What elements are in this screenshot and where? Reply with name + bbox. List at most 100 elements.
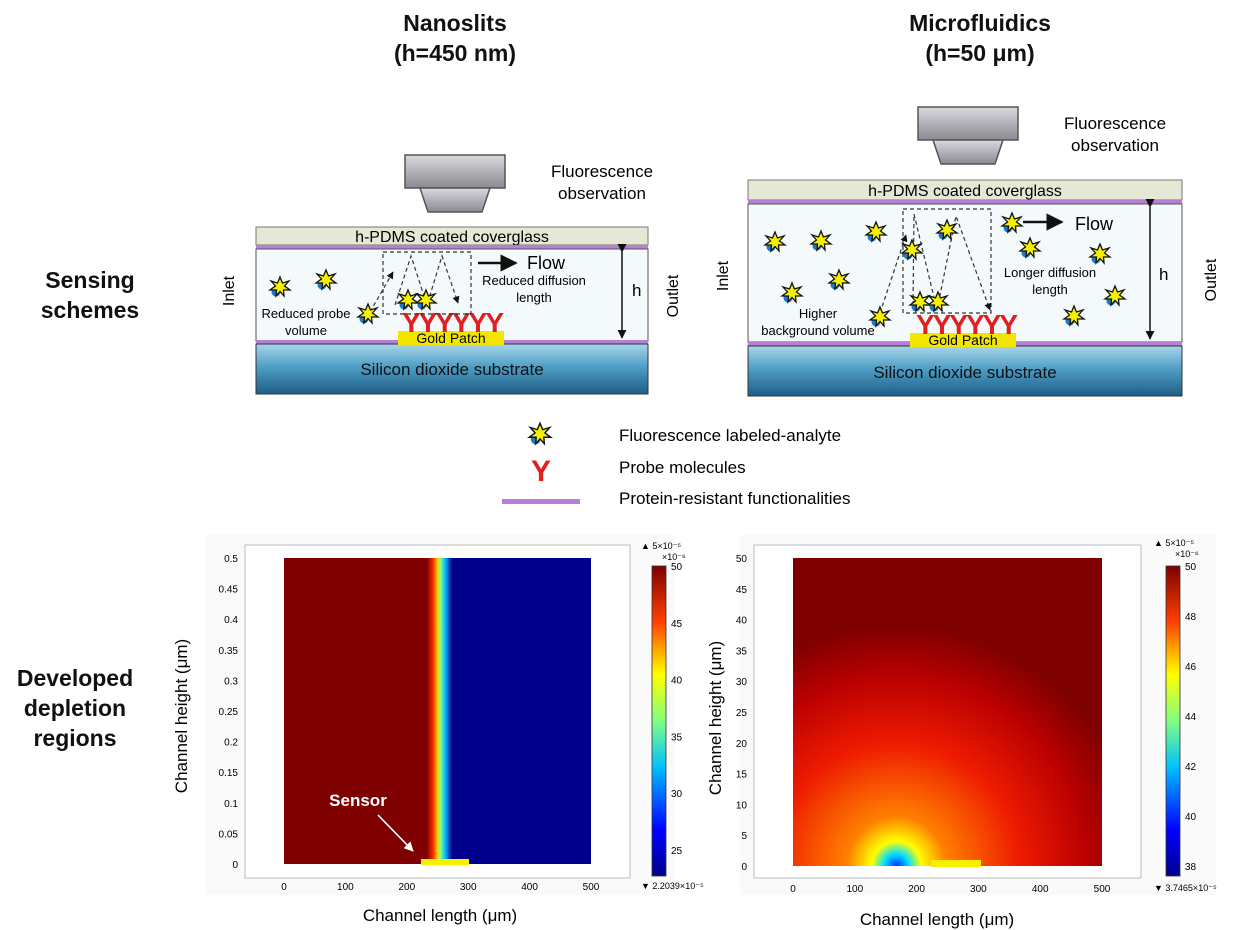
y-axis-title: Channel height (μm) — [172, 639, 191, 793]
probe-molecules: YYYYYY — [916, 309, 1018, 340]
colorbar — [1165, 565, 1181, 877]
header-nanoslits-title: Nanoslits — [403, 10, 507, 36]
y-tick-label: 0.4 — [224, 615, 238, 626]
y-tick-label: 35 — [736, 646, 748, 657]
y-tick-label: 0.3 — [224, 676, 238, 687]
top-coating — [256, 245, 648, 249]
y-tick-label: 0.25 — [219, 707, 239, 718]
outlet-label: Outlet — [665, 274, 682, 317]
inlet-label: Inlet — [221, 275, 238, 306]
x-axis-title: Channel length (μm) — [860, 910, 1014, 929]
legend-probe-icon: Y — [531, 455, 551, 488]
objective-label-line2: observation — [1071, 136, 1159, 155]
depletion-front — [427, 558, 452, 864]
header-nanoslits: Nanoslits (h=450 nm) — [355, 8, 555, 68]
sensor-patch — [931, 860, 981, 867]
x-tick-label: 200 — [398, 882, 415, 893]
inlet-label: Inlet — [715, 260, 732, 291]
row-label-schemes: schemes — [40, 297, 140, 323]
objective-icon — [917, 106, 1019, 165]
legend-protein-label: Protein-resistant functionalities — [619, 489, 851, 508]
diffusion-note-line2: length — [1032, 282, 1067, 297]
x-tick-label: 300 — [970, 884, 987, 895]
colorbar-scale: ×10⁻⁶ — [662, 552, 686, 562]
diffusion-note-line2: length — [516, 290, 551, 305]
row-label-regions: regions — [33, 725, 117, 751]
x-tick-label: 500 — [583, 882, 600, 893]
colorbar — [651, 565, 667, 877]
y-tick-label: 15 — [736, 770, 748, 781]
row-label-sensing: Sensing — [45, 267, 135, 293]
x-axis-title: Channel length (μm) — [363, 906, 517, 925]
y-tick-label: 40 — [736, 616, 748, 627]
diffusion-note-line1: Longer diffusion — [1004, 265, 1096, 280]
objective-icon — [404, 154, 506, 213]
y-tick-label: 0.15 — [219, 768, 239, 779]
top-coating — [748, 200, 1182, 204]
y-tick-label: 0.1 — [224, 799, 238, 810]
x-tick-label: 400 — [1032, 884, 1049, 895]
colorbar-tick-label: 35 — [671, 732, 683, 743]
objective-label-line2: observation — [558, 184, 646, 203]
diffusion-note-line1: Reduced diffusion — [482, 273, 586, 288]
sensor-arrow — [377, 814, 414, 852]
y-tick-label: 0.5 — [224, 554, 238, 565]
colorbar-tick-label: 40 — [1185, 812, 1197, 823]
height-label: h — [632, 281, 641, 300]
flow-label: Flow — [1075, 214, 1114, 234]
row-label-developed: Developed — [16, 665, 134, 691]
colorbar-tick-label: 25 — [671, 846, 683, 857]
colorbar-max: ▲ 5×10⁻⁵ — [641, 541, 681, 551]
legend: Fluorescence labeled-analyte Y Probe mol… — [502, 422, 851, 508]
colorbar-tick-label: 44 — [1185, 712, 1197, 723]
x-tick-label: 200 — [908, 884, 925, 895]
x-tick-label: 100 — [846, 884, 863, 895]
probe-volume-note-line1: Reduced probe — [262, 306, 351, 321]
header-microfluidics-title: Microfluidics — [909, 10, 1051, 36]
scheme-nanoslits: Fluorescence observation h-PDMS coated c… — [221, 154, 682, 395]
diffusion-path — [394, 254, 460, 307]
y-tick-label: 25 — [736, 708, 748, 719]
substrate — [747, 345, 1183, 397]
probe-volume-note-line2: volume — [285, 323, 327, 338]
colorbar-tick-label: 46 — [1185, 662, 1197, 673]
legend-analyte-label: Fluorescence labeled-analyte — [619, 426, 841, 445]
sensor-patch — [421, 859, 469, 865]
colorbar-min: ▼ 3.7465×10⁻⁵ — [1154, 883, 1217, 893]
y-tick-label: 10 — [736, 800, 748, 811]
y-tick-label: 0.35 — [219, 646, 239, 657]
coverglass-label: h-PDMS coated coverglass — [868, 183, 1062, 200]
y-tick-label: 5 — [741, 831, 747, 842]
header-microfluidics: Microfluidics (h=50 μm) — [865, 8, 1095, 68]
x-tick-label: 100 — [337, 882, 354, 893]
scheme-microfluidics: Fluorescence observation h-PDMS coated c… — [715, 106, 1220, 397]
substrate-label: Silicon dioxide substrate — [360, 360, 543, 379]
detection-volume-box — [382, 251, 472, 315]
legend-analyte-icon — [528, 422, 552, 445]
height-label: h — [1159, 265, 1168, 284]
detection-volume-box — [902, 208, 992, 314]
colorbar-tick-label: 50 — [671, 562, 683, 573]
colorbar-tick-label: 42 — [1185, 762, 1197, 773]
y-tick-label: 30 — [736, 677, 748, 688]
header-nanoslits-height: (h=450 nm) — [393, 40, 517, 66]
colorbar-tick-label: 40 — [671, 676, 683, 687]
y-tick-label: 0 — [741, 862, 747, 873]
colorbar-tick-label: 30 — [671, 789, 683, 800]
y-tick-label: 0.05 — [219, 829, 239, 840]
legend-protein-swatch — [502, 499, 580, 504]
gold-patch-label: Gold Patch — [928, 332, 997, 348]
row-label-depletion: depletion — [23, 695, 127, 721]
y-tick-label: 0 — [232, 860, 238, 871]
colorbar-max: ▲ 5×10⁻⁵ — [1154, 538, 1194, 548]
colorbar-tick-label: 50 — [1185, 562, 1197, 573]
y-tick-label: 20 — [736, 739, 748, 750]
colorbar-min: ▼ 2.2039×10⁻⁵ — [641, 881, 704, 891]
y-tick-label: 0.2 — [224, 738, 238, 749]
row-label-sensing-schemes: Sensing schemes — [20, 265, 160, 325]
background-note-line1: Higher — [799, 306, 838, 321]
diffusion-path-entry — [369, 271, 394, 313]
